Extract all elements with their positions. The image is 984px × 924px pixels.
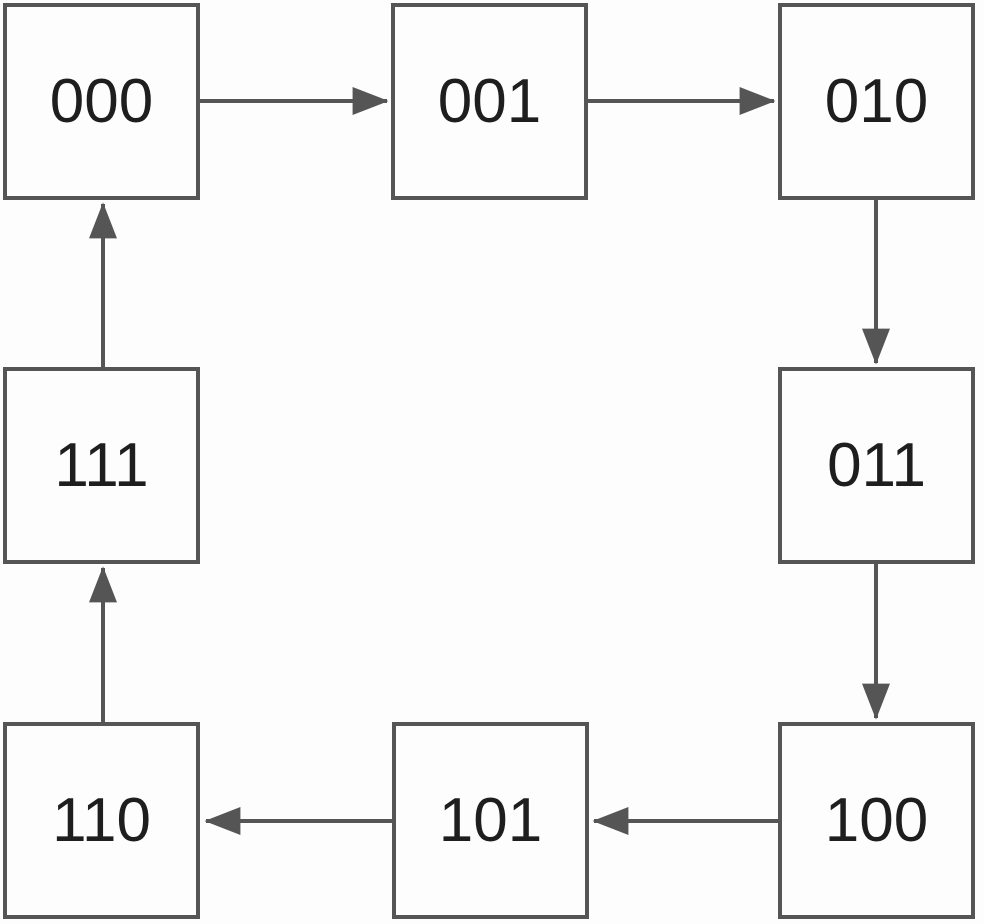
node-000[interactable]: 000 (3, 3, 200, 200)
node-label-101: 101 (438, 785, 543, 855)
node-001[interactable]: 001 (391, 3, 588, 200)
node-100[interactable]: 100 (778, 722, 975, 919)
node-label-010: 010 (824, 66, 929, 136)
node-label-100: 100 (824, 785, 929, 855)
node-label-111: 111 (54, 430, 149, 500)
node-011[interactable]: 011 (778, 367, 975, 564)
node-101[interactable]: 101 (392, 722, 589, 919)
node-label-001: 001 (437, 66, 542, 136)
node-111[interactable]: 111 (3, 367, 200, 564)
node-label-000: 000 (49, 66, 154, 136)
node-010[interactable]: 010 (778, 3, 975, 200)
node-110[interactable]: 110 (3, 722, 200, 919)
node-label-110: 110 (52, 785, 151, 855)
node-label-011: 011 (827, 430, 926, 500)
